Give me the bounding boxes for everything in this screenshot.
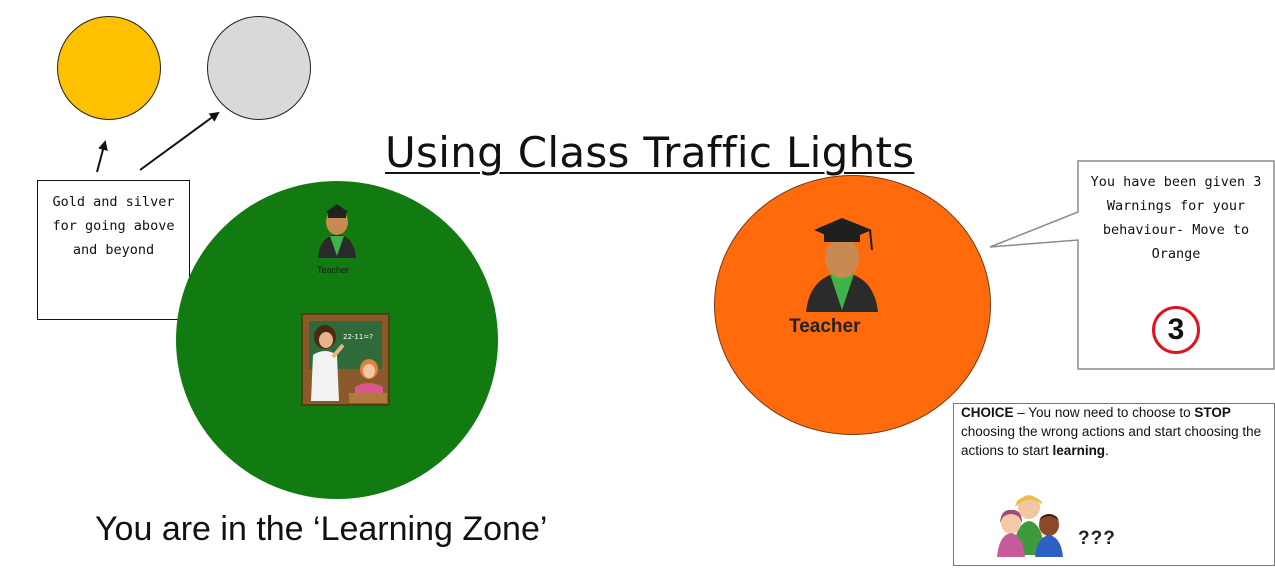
teacher-label-small: Teacher — [317, 265, 350, 275]
page-title: Using Class Traffic Lights — [385, 128, 915, 177]
arrows — [96, 111, 220, 173]
group-people-icon — [997, 495, 1063, 557]
arrow-to-silver — [139, 111, 220, 171]
student-figure-icon — [349, 359, 387, 403]
warning-speech-text: You have been given 3 Warnings for your … — [1090, 174, 1262, 262]
choice-label: CHOICE — [961, 405, 1014, 420]
learning-label: learning — [1052, 443, 1106, 458]
silver-circle — [207, 16, 311, 120]
warning-number: 3 — [1167, 313, 1185, 346]
choice-text-part2: choosing the wrong actions and start cho… — [961, 424, 1262, 458]
stop-label: STOP — [1194, 405, 1231, 420]
teacher-figure-icon — [311, 325, 345, 401]
gold-circle — [57, 16, 161, 120]
teacher-label-large: Teacher — [789, 316, 861, 337]
warning-number-circle — [1152, 306, 1200, 354]
speech-callout — [989, 160, 1275, 370]
gold-silver-note-box: Gold and silver for going above and beyo… — [37, 180, 190, 320]
gold-silver-note-text: Gold and silver for going above and beyo… — [52, 194, 175, 258]
choice-text-part1: – You now need to choose to — [1013, 405, 1195, 420]
classroom-picture: 22-11=? — [301, 313, 390, 406]
arrow-to-gold — [96, 140, 108, 173]
choice-text-part3: . — [1105, 443, 1109, 458]
question-marks: ??? — [1078, 528, 1116, 549]
teacher-icon-large — [806, 218, 878, 312]
learning-zone-caption: You are in the ‘Learning Zone’ — [95, 510, 548, 548]
teacher-icon — [318, 204, 356, 258]
choice-text: CHOICE – You now need to choose to STOP … — [961, 403, 1273, 460]
chalkboard-text: 22-11=? — [343, 333, 373, 341]
